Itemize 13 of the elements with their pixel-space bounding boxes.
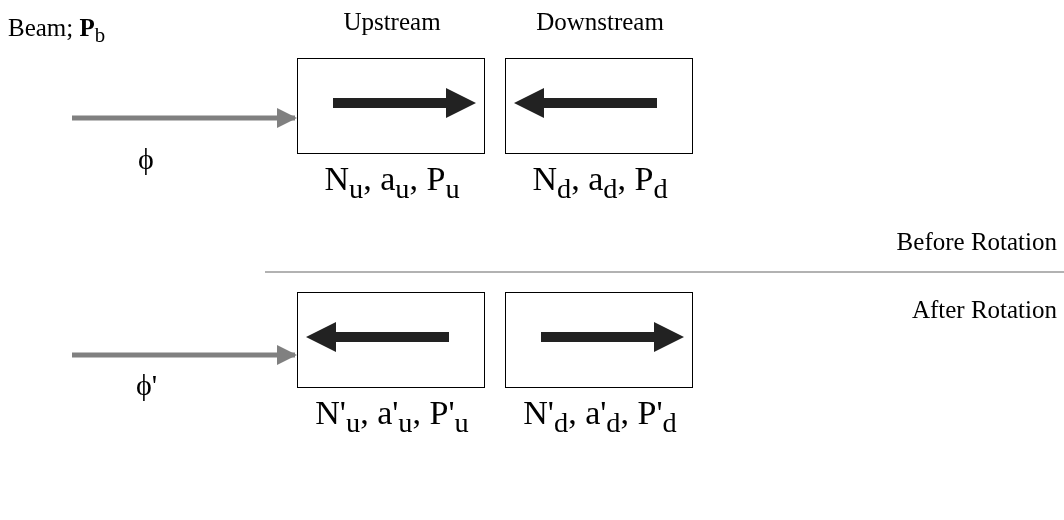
box-heading: Upstream [342, 8, 442, 36]
beam-arrow [72, 345, 297, 365]
note-label: Before Rotation [896, 228, 1057, 256]
parameter-label: N'$_{d}$, a'$_{d}$, P'$_{d}$ [522, 394, 678, 439]
edge-label: ϕ' [136, 368, 158, 402]
parameter-label: N$_{d}$, a$_{d}$, P$_{d}$ [531, 160, 669, 205]
note-label: Beam; P$_{b}$ [8, 14, 106, 48]
beam-arrow [72, 108, 297, 128]
edge-label: ϕ [138, 142, 154, 176]
parameter-label: N$_{u}$, a$_{u}$, P$_{u}$ [323, 160, 461, 205]
box-heading: Downstream [535, 8, 665, 36]
note-label: After Rotation [911, 296, 1057, 324]
parameter-label: N'$_{u}$, a'$_{u}$, P'$_{u}$ [314, 394, 470, 439]
